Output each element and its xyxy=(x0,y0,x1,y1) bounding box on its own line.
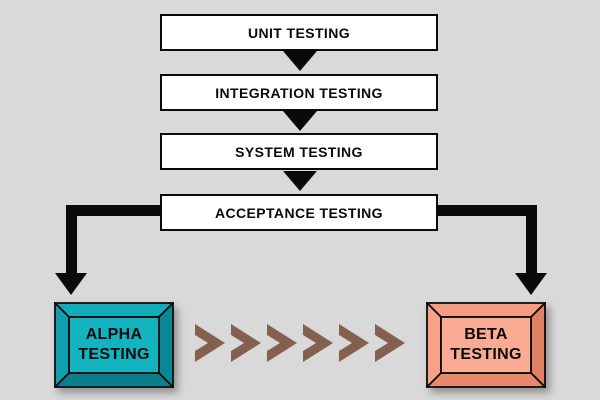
arrow-down-icon xyxy=(283,51,317,71)
flow-step-label: UNIT TESTING xyxy=(247,24,351,41)
chevron-right-icon xyxy=(267,324,297,362)
chevron-right-icon xyxy=(303,324,333,362)
branch-arrowhead-right-icon xyxy=(515,273,547,295)
alpha-testing-label: ALPHA TESTING xyxy=(78,326,150,363)
branch-line-right-horizontal xyxy=(438,205,537,216)
chevron-right-icon xyxy=(231,324,261,362)
keycap-bevel-graphic xyxy=(426,302,546,388)
keycap-bevel-graphic xyxy=(54,302,174,388)
flow-step-acceptance-testing: ACCEPTANCE TESTING xyxy=(160,194,438,231)
arrow-down-icon xyxy=(283,111,317,131)
progression-chevrons xyxy=(178,323,422,363)
beta-testing-label: BETA TESTING xyxy=(450,326,522,363)
arrow-down-icon xyxy=(283,171,317,191)
flow-step-label: SYSTEM TESTING xyxy=(235,143,363,160)
flow-step-label: INTEGRATION TESTING xyxy=(215,84,383,101)
chevron-right-icon xyxy=(339,324,369,362)
branch-arrowhead-left-icon xyxy=(55,273,87,295)
chevron-right-icon xyxy=(375,324,405,362)
branch-line-left-horizontal xyxy=(66,205,161,216)
beta-testing-keycap: BETA TESTING xyxy=(426,302,546,388)
flow-step-system-testing: SYSTEM TESTING xyxy=(160,133,438,170)
flow-step-unit-testing: UNIT TESTING xyxy=(160,14,438,51)
alpha-testing-keycap: ALPHA TESTING xyxy=(54,302,174,388)
flow-step-integration-testing: INTEGRATION TESTING xyxy=(160,74,438,111)
chevron-right-icon xyxy=(195,324,225,362)
branch-line-left-vertical xyxy=(66,205,77,274)
flow-step-label: ACCEPTANCE TESTING xyxy=(215,204,383,221)
branch-line-right-vertical xyxy=(526,205,537,274)
